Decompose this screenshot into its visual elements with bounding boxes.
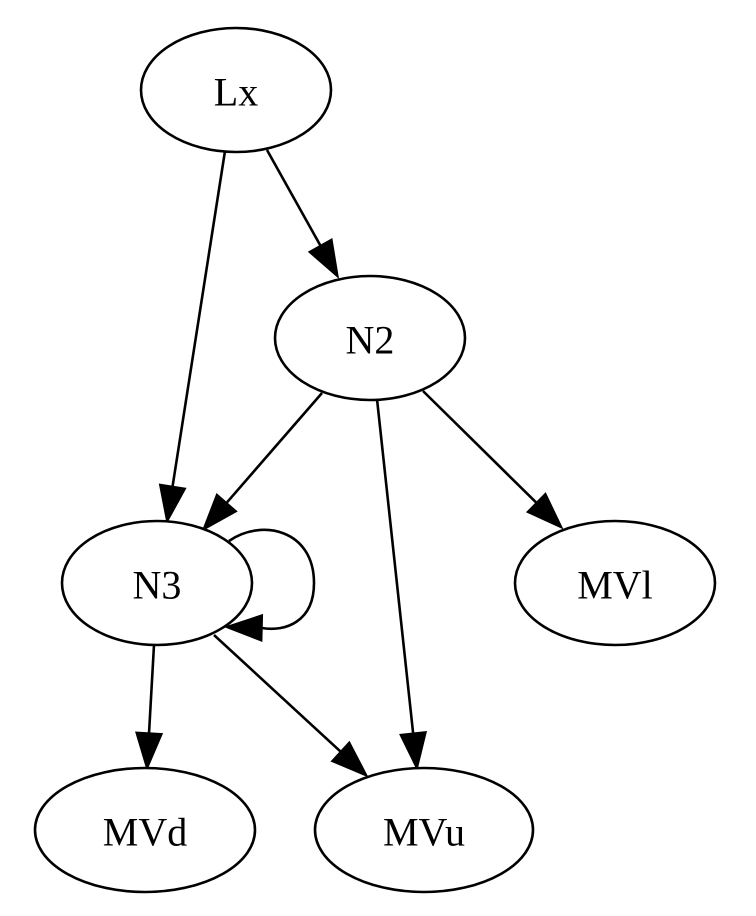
arrowhead-icon: [399, 730, 428, 772]
arrowhead-icon: [307, 238, 340, 279]
edge-line: [225, 392, 323, 504]
edge-line: [147, 644, 156, 734]
edge-n3-to-mvd: [135, 644, 164, 772]
edge-line: [375, 398, 415, 734]
node-ellipse[interactable]: [273, 274, 467, 402]
edge-line: [171, 150, 227, 487]
node-lx[interactable]: Lx: [139, 26, 333, 154]
edge-n2-to-mvl: [422, 390, 564, 530]
node-ellipse[interactable]: [313, 766, 535, 894]
node-mvl[interactable]: MVl: [513, 519, 717, 647]
node-n3[interactable]: N3: [60, 519, 254, 647]
node-label: N2: [346, 318, 395, 363]
arrowhead-icon: [201, 493, 238, 532]
edges-layer: [135, 149, 564, 778]
node-ellipse[interactable]: [60, 519, 254, 647]
arrowhead-icon: [330, 740, 369, 778]
node-mvu[interactable]: MVu: [313, 766, 535, 894]
node-label: Lx: [214, 70, 258, 115]
node-label: MVu: [383, 810, 465, 855]
edge-lx-to-n2: [265, 149, 340, 279]
node-ellipse[interactable]: [139, 26, 333, 154]
arrowhead-icon: [158, 483, 187, 525]
arrowhead-icon: [525, 492, 564, 530]
edge-n2-to-n3: [201, 392, 323, 532]
edge-n2-to-mvu: [375, 398, 428, 772]
node-ellipse[interactable]: [513, 519, 717, 647]
node-label: MVd: [103, 810, 187, 855]
edge-n3-to-n3: [223, 528, 316, 643]
node-label: N3: [133, 563, 182, 608]
arrowhead-icon: [223, 613, 264, 643]
node-n2[interactable]: N2: [273, 274, 467, 402]
self-loop-line: [228, 528, 316, 631]
arrowhead-icon: [135, 731, 164, 772]
edge-line: [422, 390, 538, 504]
node-mvd[interactable]: MVd: [33, 766, 257, 894]
edge-n3-to-mvu: [213, 634, 369, 778]
node-label: MVl: [577, 563, 653, 608]
edge-line: [213, 634, 342, 753]
node-ellipse[interactable]: [33, 766, 257, 894]
edge-lx-to-n3: [158, 150, 227, 525]
edge-line: [265, 149, 322, 247]
